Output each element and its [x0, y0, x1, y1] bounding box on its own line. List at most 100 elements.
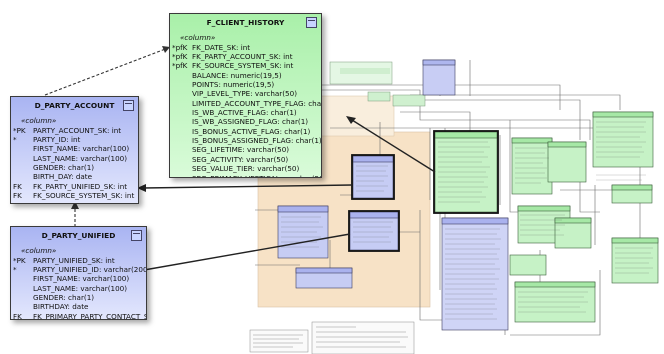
column-name: GENDER: char(1) — [33, 163, 95, 173]
column-name: SEG_LIFETIME: varchar(50) — [192, 145, 290, 155]
column-row: IS_BONUS_ACTIVE_FLAG: char(1) — [170, 127, 321, 136]
column-row: FIRST_NAME: varchar(100) — [11, 274, 146, 283]
key-marker — [11, 293, 33, 302]
column-name: LAST_NAME: varchar(100) — [33, 153, 128, 163]
column-name: POINTS: numeric(19,5) — [192, 80, 275, 90]
column-name: IS_WB_ASSIGNED_FLAG: char(1) — [192, 117, 309, 127]
key-marker — [11, 144, 33, 153]
column-name: FIRST_NAME: varchar(100) — [33, 144, 130, 154]
column-name: IS_BONUS_ACTIVE_FLAG: char(1) — [192, 126, 311, 136]
d-party-unified-table[interactable]: D_PARTY_UNIFIED «column» *PK PARTY_UNIFIE… — [10, 226, 147, 320]
column-row: GENDER: char(1) — [11, 163, 138, 172]
key-marker — [11, 274, 33, 283]
column-name: FK_PRIMARY_PARTY_CONTACT_SK: int — [33, 311, 147, 320]
key-marker — [170, 174, 192, 178]
column-name: SEG_ACTIVITY: varchar(50) — [192, 154, 289, 164]
annotation-notes — [329, 61, 426, 107]
column-row: *pfK FK_SOURCE_SYSTEM_SK: int — [170, 61, 321, 70]
column-row: IS_WB_ACTIVE_FLAG: char(1) — [170, 108, 321, 117]
column-name: FK_PARTY_UNIFIED_SK: int — [33, 181, 128, 191]
column-name: FIRST_NAME: varchar(100) — [33, 274, 130, 284]
key-marker — [170, 89, 192, 98]
key-marker — [170, 99, 192, 108]
key-marker — [170, 155, 192, 164]
column-row: LAST_NAME: varchar(100) — [11, 284, 146, 293]
column-row: * PARTY_ID: int — [11, 135, 138, 144]
column-row: FK FK_PRIMARY_PARTY_CONTACT_SK: int — [11, 311, 147, 320]
key-marker — [170, 108, 192, 117]
key-marker: * — [13, 265, 17, 275]
key-marker — [11, 284, 33, 293]
table-icon — [131, 230, 142, 241]
key-marker — [170, 164, 192, 173]
key-marker — [11, 302, 33, 311]
key-marker — [11, 172, 33, 181]
column-name: PARTY_UNIFIED_SK: int — [33, 255, 115, 265]
key-marker: *PK — [13, 125, 26, 135]
column-row: POINTS: numeric(19,5) — [170, 80, 321, 89]
column-name: BIRTHDAY: date — [33, 302, 89, 312]
key-marker: *pfK — [172, 42, 188, 52]
column-row: *pfK FK_PARTY_ACCOUNT_SK: int — [170, 52, 321, 61]
column-row: LIMITED_ACCOUNT_TYPE_FLAG: char(1) — [170, 99, 321, 108]
column-row: * PARTY_UNIFIED_ID: varchar(2000) — [11, 265, 146, 274]
key-marker: *PK — [13, 255, 26, 265]
key-marker: FK — [13, 311, 22, 320]
key-marker — [170, 71, 192, 80]
column-row: FIRST_NAME: varchar(100) — [11, 144, 138, 153]
column-name: PARTY_UNIFIED_ID: varchar(2000) — [33, 265, 147, 275]
column-row: VIP_LEVEL_TYPE: varchar(50) — [170, 89, 321, 98]
table-text-lines — [281, 121, 653, 320]
legend-box — [249, 321, 415, 354]
column-name: PARTY_ACCOUNT_SK: int — [33, 125, 122, 135]
d-party-account-title: D_PARTY_ACCOUNT — [34, 101, 115, 110]
column-row: FK FK_SOURCE_SYSTEM_SK: int — [11, 191, 138, 200]
dashed-relationships — [44, 47, 169, 226]
column-row: BIRTH_DAY: date — [11, 172, 138, 181]
key-marker — [170, 80, 192, 89]
column-stereotype: «column» — [21, 116, 57, 126]
column-name: BALANCE: numeric(19,5) — [192, 70, 282, 80]
column-row: SEG_LIFETIME: varchar(50) — [170, 145, 321, 154]
table-icon — [306, 17, 317, 28]
dashed-arrowheads — [71, 46, 170, 209]
column-name: FK_PARTY_ACCOUNT_SK: int — [192, 52, 293, 62]
column-name: SEG_PRIMARY_VERTICAL: varchar(50) — [192, 173, 322, 178]
key-marker — [170, 117, 192, 126]
column-row: LAST_NAME: varchar(100) — [11, 154, 138, 163]
column-name: IS_WB_ACTIVE_FLAG: char(1) — [192, 108, 297, 118]
column-name: PARTY_ID: int — [33, 135, 81, 145]
column-name: VIP_LEVEL_TYPE: varchar(50) — [192, 89, 298, 99]
column-row: IS_BONUS_ASSIGNED_FLAG: char(1) — [170, 136, 321, 145]
column-row: BIRTHDAY: date — [11, 302, 146, 311]
d-party-account-table[interactable]: D_PARTY_ACCOUNT «column» *PK PARTY_ACCOUN… — [10, 96, 139, 204]
key-marker — [11, 163, 33, 172]
column-name: FK_DATE_SK: int — [192, 42, 251, 52]
column-name: IS_BONUS_ASSIGNED_FLAG: char(1) — [192, 136, 322, 146]
column-row: *PK PARTY_ACCOUNT_SK: int — [11, 126, 138, 135]
column-name: LIMITED_ACCOUNT_TYPE_FLAG: char(1) — [192, 98, 322, 108]
column-name: FK_SOURCE_SYSTEM_SK: int — [33, 191, 135, 201]
key-marker: FK — [13, 191, 22, 201]
column-name: LAST_NAME: varchar(100) — [33, 283, 128, 293]
zoom-arrows — [142, 119, 436, 271]
column-row: FK FK_PARTY_UNIFIED_SK: int — [11, 182, 138, 191]
column-name: FK_SOURCE_SYSTEM_SK: int — [192, 61, 294, 71]
column-stereotype: «column» — [21, 246, 57, 256]
key-marker: * — [13, 135, 17, 145]
key-marker — [170, 145, 192, 154]
column-row: SEG_ACTIVITY: varchar(50) — [170, 155, 321, 164]
column-name: BIRTH_DAY: date — [33, 172, 93, 182]
key-marker: *pfK — [172, 52, 188, 62]
table-icon — [123, 100, 134, 111]
column-stereotype: «column» — [180, 33, 216, 43]
d-party-unified-title: D_PARTY_UNIFIED — [41, 231, 116, 240]
key-marker: FK — [13, 181, 22, 191]
key-marker — [11, 154, 33, 163]
column-name: SEG_VALUE_TIER: varchar(50) — [192, 164, 300, 174]
column-row: *pfK FK_DATE_SK: int — [170, 43, 321, 52]
column-row: GENDER: char(1) — [11, 293, 146, 302]
key-marker: *pfK — [172, 61, 188, 71]
key-marker — [170, 136, 192, 145]
